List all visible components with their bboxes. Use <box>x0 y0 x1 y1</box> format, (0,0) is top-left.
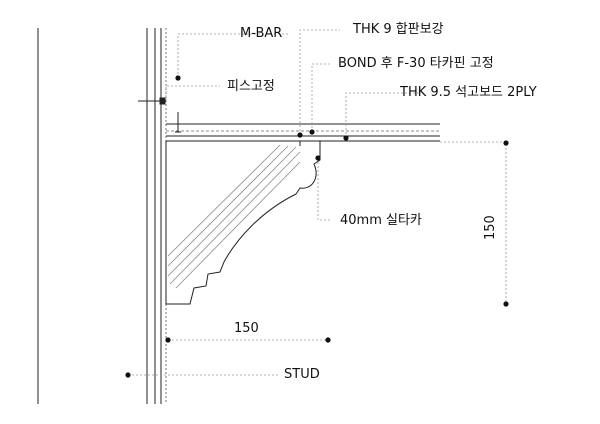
label-m-bar: M-BAR <box>240 26 283 41</box>
leader-reinforce <box>299 29 340 135</box>
dot-dim-h-start <box>165 337 171 343</box>
dimension-lines <box>168 141 507 341</box>
dot-reinforce <box>297 132 303 138</box>
label-screw: 피스고정 <box>227 79 275 94</box>
leader-gypsum <box>345 92 420 138</box>
wall-section <box>37 28 167 404</box>
dot-stud <box>125 372 131 378</box>
molding-hatch <box>167 144 301 289</box>
leader-screw <box>165 85 220 101</box>
ceiling-boards <box>166 123 440 142</box>
label-dim-horizontal: 150 <box>234 321 259 336</box>
dot-m-bar <box>175 75 181 81</box>
leader-m-bar <box>177 33 290 78</box>
label-dim-vertical: 150 <box>483 215 498 240</box>
leader-bond <box>311 63 330 132</box>
crown-molding <box>165 140 321 305</box>
label-bond: BOND 후 F-30 타카핀 고정 <box>338 56 494 71</box>
dot-dim-v-end <box>503 301 509 307</box>
dot-gypsum <box>343 135 349 141</box>
reference-dots <box>125 75 509 378</box>
label-reinforce: THK 9 합판보강 <box>353 22 444 37</box>
dot-dim-v-start <box>503 140 509 146</box>
dot-molding <box>315 155 321 161</box>
label-gypsum: THK 9.5 석고보드 2PLY <box>400 85 537 100</box>
molding-profile <box>165 140 321 305</box>
leader-lines <box>128 29 420 376</box>
label-molding: 40mm 실타카 <box>340 213 422 228</box>
screw-detail <box>138 97 181 133</box>
screw-head <box>159 97 166 105</box>
dot-dim-h-end <box>325 337 331 343</box>
leader-molding <box>317 158 330 221</box>
label-stud: STUD <box>284 367 320 382</box>
dot-bond <box>309 129 315 135</box>
